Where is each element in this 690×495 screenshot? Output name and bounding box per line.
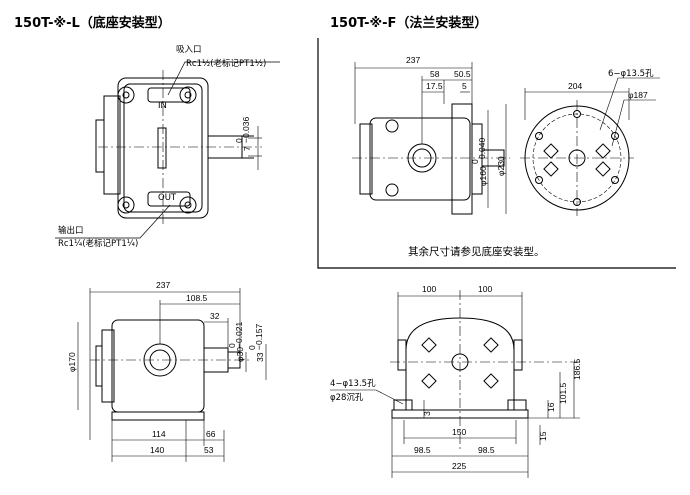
front-dim-98-5-left: 98.5 <box>414 445 431 455</box>
counterbore-label: φ28沉孔 <box>330 393 364 403</box>
front-dim-101-5: 101.5 <box>558 382 568 404</box>
inlet-thread-label: Rc1½(老标记PT1½) <box>186 58 266 69</box>
base-dim-33: 33 0 −0.157 <box>247 323 265 362</box>
flange-dim-237: 237 <box>406 55 420 65</box>
svg-text:−0.040: −0.040 <box>477 137 487 164</box>
front-dim-15: 15 <box>538 431 548 441</box>
outlet-thread-label: Rc1¼(老标记PT1¼) <box>58 238 138 249</box>
flange-section-frame <box>317 38 676 269</box>
flange-dim-204: 204 <box>568 81 582 91</box>
flange-dim-187: φ187 <box>628 90 648 100</box>
flange-dim-17-5: 17.5 <box>426 81 443 91</box>
base-dim-30: φ30 0 −0.021 <box>227 321 245 362</box>
front-dim-225: 225 <box>452 461 466 471</box>
base-dim-32: 32 <box>210 311 220 321</box>
svg-text:0: 0 <box>470 159 480 164</box>
flange-dim-230: φ230 <box>496 156 506 176</box>
flange-holes-label: 6−φ13.5孔 <box>608 69 654 79</box>
svg-text:7: 7 <box>242 146 252 151</box>
front-dim-3: 3 <box>422 411 432 416</box>
flange-dim-5: 5 <box>462 81 467 91</box>
out-mark: OUT <box>158 193 177 203</box>
svg-text:−0.021: −0.021 <box>234 321 244 348</box>
base-dim-114: 114 <box>152 429 166 439</box>
flange-end-view <box>520 77 660 216</box>
front-dim-150: 150 <box>452 427 466 437</box>
base-dim-140: 140 <box>150 445 164 455</box>
svg-text:0: 0 <box>227 343 237 348</box>
flange-dim-160: φ160 0 −0.040 <box>470 137 488 186</box>
base-mount-side-view <box>55 61 280 239</box>
svg-text:0: 0 <box>247 345 257 350</box>
base-dim-53: 53 <box>204 445 214 455</box>
flange-mount-side-view <box>352 62 510 215</box>
svg-text:−0.036: −0.036 <box>241 116 251 143</box>
front-dim-98-5-right: 98.5 <box>478 445 495 455</box>
front-dim-16: 16 <box>546 402 556 412</box>
refer-note: 其余尺寸请参见底座安装型。 <box>408 245 545 258</box>
svg-text:−0.157: −0.157 <box>254 323 264 350</box>
svg-text:φ160: φ160 <box>478 166 488 186</box>
front-dim-186-5: 186.5 <box>572 358 582 380</box>
bolt-holes-label: 4−φ13.5孔 <box>330 379 376 389</box>
right-section-title: 150T-※-F（法兰安装型） <box>330 16 488 31</box>
flange-dim-50-5: 50.5 <box>454 69 471 79</box>
in-mark: IN <box>158 101 167 111</box>
flange-dim-58: 58 <box>430 69 440 79</box>
svg-text:0: 0 <box>234 138 244 143</box>
outlet-port-label: 输出口 <box>58 225 84 236</box>
base-mount-top-view <box>77 288 267 462</box>
base-dim-108-5: 108.5 <box>186 293 208 303</box>
base-dim-237: 237 <box>156 280 170 290</box>
base-mount-front-view <box>330 290 580 478</box>
front-dim-100-right: 100 <box>478 284 492 294</box>
base-dim-170: φ170 <box>67 352 77 372</box>
svg-text:33: 33 <box>255 352 265 362</box>
base-dim-66: 66 <box>206 429 216 439</box>
inlet-port-label: 吸入口 <box>176 45 202 55</box>
left-section-title: 150T-※-L（底座安装型） <box>14 16 171 31</box>
shaft-tolerance-dim: 7 0 −0.036 <box>234 116 252 151</box>
front-dim-100-left: 100 <box>422 284 436 294</box>
svg-text:φ30: φ30 <box>235 347 245 362</box>
